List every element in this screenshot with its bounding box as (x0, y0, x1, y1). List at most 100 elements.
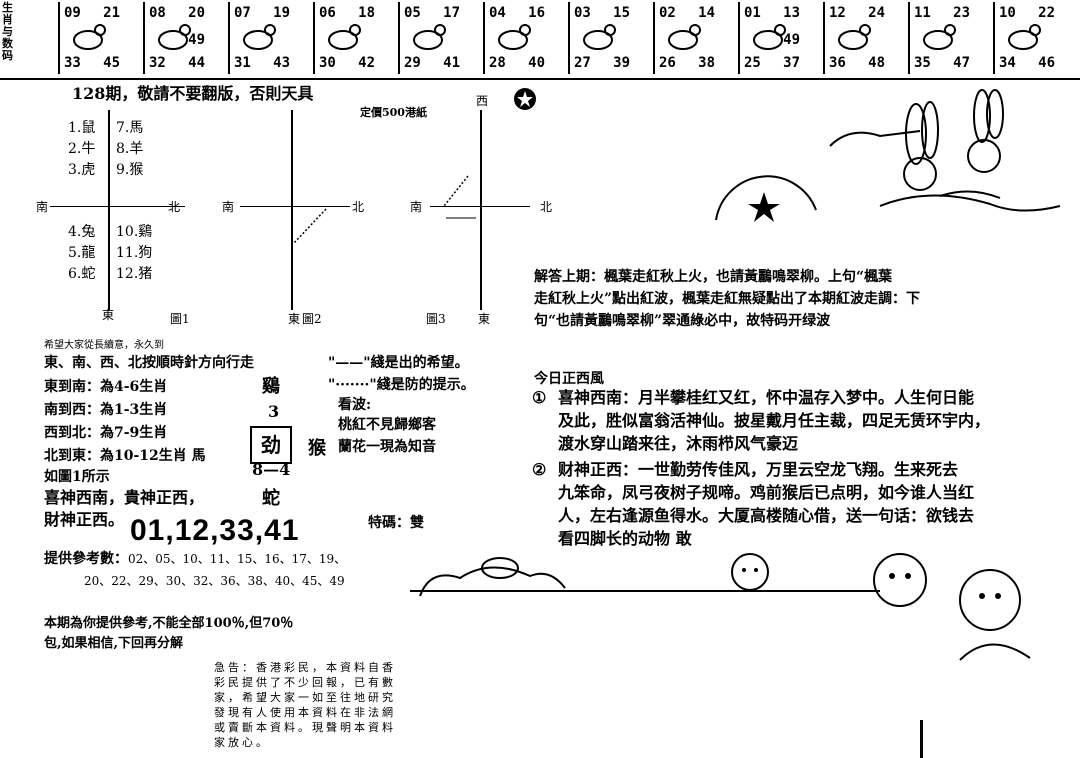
zodiac-number: 45 (103, 55, 120, 71)
zodiac-number: 36 (829, 55, 846, 71)
urgent-line-5: 或賣斷本資料。現聲明本資料 (214, 721, 396, 734)
diagram-center-box: 劲 (250, 426, 292, 464)
rat-icon (73, 24, 106, 50)
fig3-dotted-line (443, 175, 476, 219)
zodiac-number: 41 (443, 55, 460, 71)
poem-label: 看波: (338, 397, 372, 413)
zodiac-number: 19 (273, 5, 290, 21)
fig1-zodiac-8: 8.羊 (116, 141, 144, 157)
fig1-zodiac-9: 9.猴 (116, 162, 144, 178)
fig3-east: 東 (478, 312, 491, 326)
diagram-top: 鷄 (262, 376, 280, 397)
zodiac-number: 09 (64, 5, 81, 21)
zodiac-number: 20 (188, 5, 205, 21)
solid-line-legend: "——"綫是出的希望。 (328, 355, 469, 371)
zodiac-number: 15 (613, 5, 630, 21)
reference-line-2: 20、22、29、30、32、36、38、40、45、49 (84, 574, 345, 588)
zodiac-number: 47 (953, 55, 970, 71)
cartoon-sundae-icon (419, 557, 566, 597)
dragon-icon (413, 24, 446, 50)
instruction-west-north: 西到北：為7-9生肖 (44, 425, 168, 441)
diagram-number-top: 3 (268, 402, 280, 421)
fig2-north: 北 (352, 200, 365, 214)
fig1-zodiac-10: 10.鷄 (116, 224, 153, 240)
zodiac-number: 44 (188, 55, 205, 71)
zodiac-number: 21 (103, 5, 120, 21)
item2-line-4: 看四脚长的动物 敢 (558, 529, 692, 548)
fig1-zodiac-3: 3.虎 (68, 162, 96, 178)
zodiac-number: 23 (953, 5, 970, 21)
zodiac-number: 11 (914, 5, 931, 21)
zodiac-number: 03 (574, 5, 591, 21)
zodiac-cell: 12 24 36 48 (823, 2, 891, 74)
zodiac-number: 24 (868, 5, 885, 21)
fig1-zodiac-1: 1.鼠 (68, 120, 96, 136)
zodiac-number: 16 (528, 5, 545, 21)
urgent-line-1: 急告：香港彩民，本資料自香 (214, 661, 396, 674)
cartoon-face-icon (731, 553, 769, 591)
zodiac-number: 08 (149, 5, 166, 21)
diagram-right: 猴 (308, 438, 326, 459)
zodiac-number: 22 (1038, 5, 1055, 21)
zodiac-number: 07 (234, 5, 251, 21)
zodiac-number: 27 (574, 55, 591, 71)
item1-line-2: 及此，胜似富翁活神仙。披星戴月任主裁，四足无赁环宇内， (558, 411, 991, 430)
zodiac-number: 01 (744, 5, 761, 21)
item2-line-2: 九笨命，凤弓夜树子规啼。鸡前猴后已点明，如今谁人当红 (558, 483, 975, 502)
fig1-zodiac-2: 2.牛 (68, 141, 96, 157)
diagram-bottom: 蛇 (262, 488, 280, 509)
zodiac-number: 26 (659, 55, 676, 71)
today-heading: 今日正西風 (534, 371, 604, 387)
price-label: 定價500港紙 (360, 106, 427, 119)
fig1-north: 北 (168, 200, 181, 214)
fig3-west: 西 (476, 94, 489, 108)
gods-line-2: 財神正西。 (44, 510, 125, 529)
strip-side-label: 生肖与数码 (2, 1, 13, 62)
zodiac-number: 14 (698, 5, 715, 21)
rabbit-icon (328, 24, 361, 50)
fig1-zodiac-11: 11.狗 (116, 245, 153, 261)
zodiac-number: 48 (868, 55, 885, 71)
answer-line-2: 走紅秋上火”點出紅波，楓葉走紅無疑點出了本期紅波走調：下 (534, 291, 921, 307)
horse-icon (583, 24, 616, 50)
diagram-center: 劲 (261, 433, 281, 457)
zodiac-number: 10 (999, 5, 1016, 21)
fig2-dotted-line (293, 208, 327, 244)
monkey-icon (753, 24, 786, 50)
zodiac-number: 12 (829, 5, 846, 21)
fig3-south: 南 (410, 200, 423, 214)
zodiac-number: 34 (999, 55, 1016, 71)
dotted-line-legend: "·······"綫是防的提示。 (328, 377, 475, 393)
zodiac-number: 32 (149, 55, 166, 71)
goat-icon (668, 24, 701, 50)
zodiac-number: 04 (489, 5, 506, 21)
urgent-line-6: 家放心。 (214, 736, 270, 749)
item1-text: 喜神西南：月半攀桂红又红，怀中温存入梦中。人生何日能 及此，胜似富翁活神仙。披星… (558, 386, 1063, 455)
instruction-north-east: 北到東：為10-12生肖 馬 (44, 448, 206, 464)
answer-line-1: 解答上期：楓葉走紅秋上火，也請黃鸝鳴翠柳。上句“楓葉 (534, 269, 893, 285)
fig1-zodiac-4: 4.兔 (68, 224, 96, 240)
urgent-line-4: 發現有人使用本資料在非法網 (214, 706, 396, 719)
zodiac-number: 02 (659, 5, 676, 21)
urgent-line-2: 彩民提供了不少回報，已有數 (214, 676, 396, 689)
fig3-caption: 圖3 (426, 312, 446, 326)
fig2-south: 南 (222, 200, 235, 214)
zodiac-number: 18 (358, 5, 375, 21)
item2-number: ② (532, 460, 547, 479)
fig2-east: 東 (288, 312, 301, 326)
zodiac-number: 25 (744, 55, 761, 71)
answer-line-3: 句“也請黃鸝鳴翠柳”翠通綠必中，故特码开绿波 (534, 313, 831, 329)
fig3-north: 北 (540, 200, 553, 214)
instruction-east-south: 東到南：為4-6生肖 (44, 379, 168, 395)
fig1-east: 東 (102, 308, 115, 322)
urgent-notice: 急告：香港彩民，本資料自香 彩民提供了不少回報，已有數 家，希望大家一如至往地研… (214, 660, 432, 750)
rooster-icon (838, 24, 871, 50)
diagram-numbers-bottom: 8—4 (252, 460, 291, 479)
logo-emblem-icon (514, 88, 536, 110)
